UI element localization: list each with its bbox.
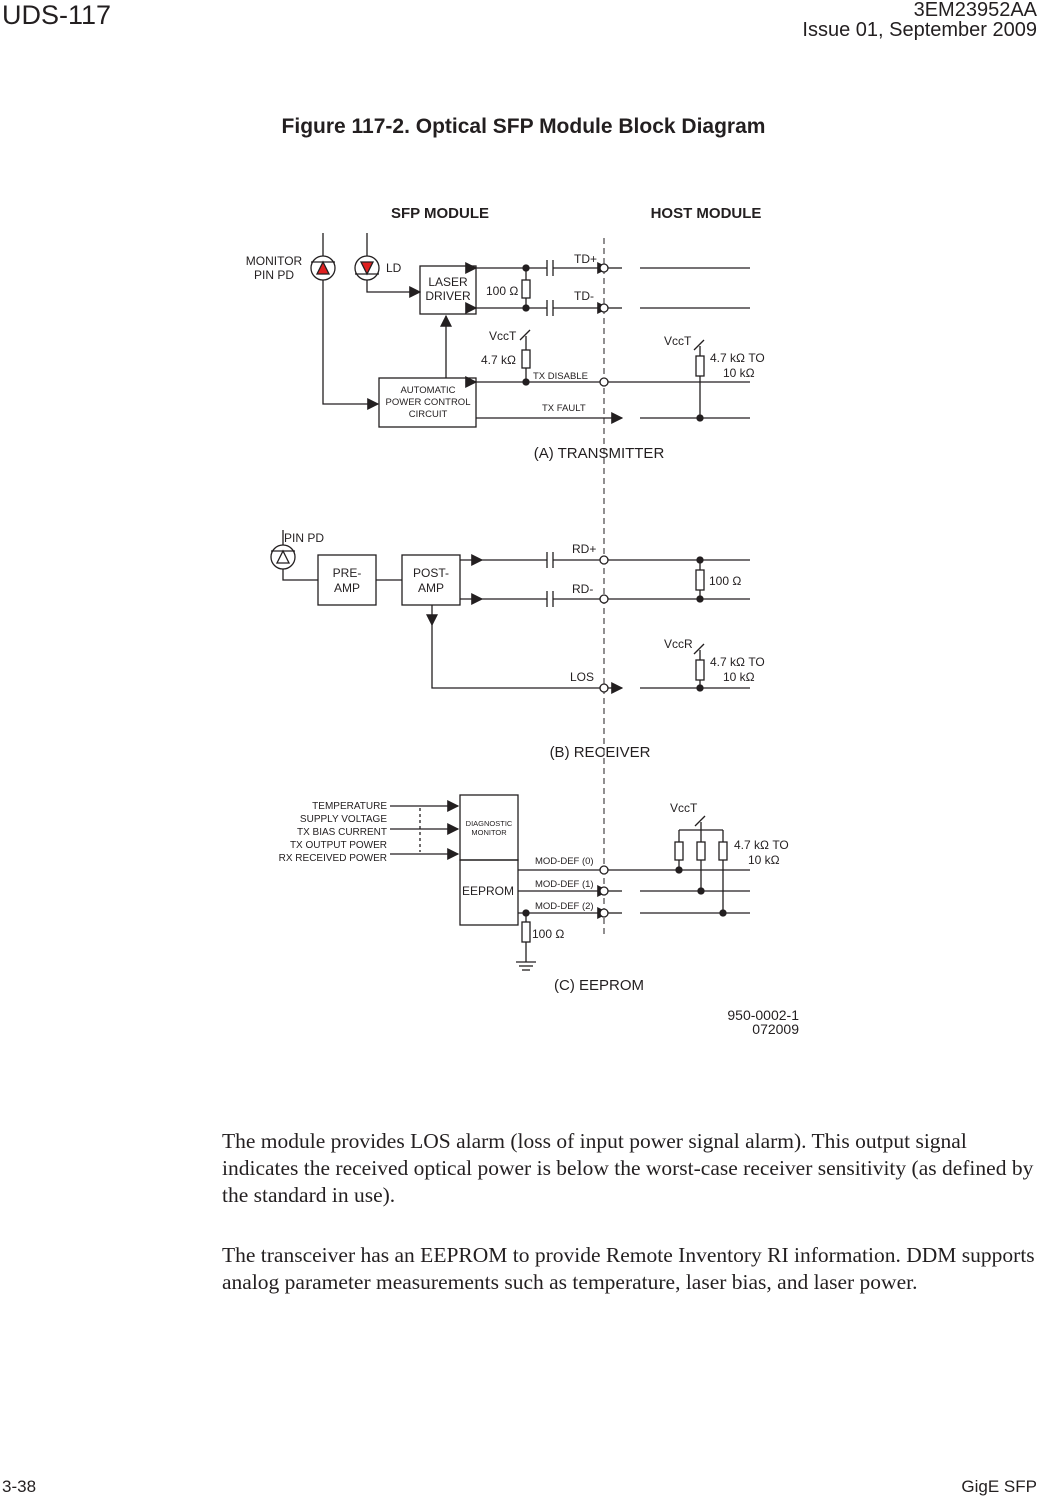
eeprom-block	[459, 859, 519, 926]
mod-def-ground-resistor	[521, 921, 531, 943]
pullup-right-label: 4.7 kΩ TO	[710, 351, 765, 365]
rd-minus-label: RD-	[572, 582, 593, 596]
sfp-module-label: SFP MODULE	[391, 205, 489, 222]
monitor-pd-label: MONITOR	[246, 254, 303, 268]
eeprom-label: EEPROM	[462, 884, 514, 898]
ld-label: LD	[386, 261, 402, 275]
mod-def-2-label: MOD-DEF (2)	[535, 901, 594, 912]
mod-def-0-label: MOD-DEF (0)	[535, 856, 594, 867]
vcct-left-label: VccT	[489, 329, 517, 343]
eeprom-caption: (C) EEPROM	[554, 977, 644, 994]
figure-title: Figure 117-2. Optical SFP Module Block D…	[281, 115, 766, 138]
los-pullup-resistor	[695, 659, 705, 681]
document-code: UDS-117	[2, 0, 112, 30]
vcct-right-label: VccT	[664, 334, 692, 348]
postamp-label: POST-	[413, 566, 449, 580]
rx-pullup-label: 4.7 kΩ TO	[710, 655, 765, 669]
postamp-block	[401, 554, 461, 606]
tx-fault-label: TX FAULT	[542, 403, 586, 414]
sfp-block-diagram: SFP MODULE HOST MODULE MONITOR PIN PD LD…	[246, 205, 799, 1037]
tx-termination-label: 100 Ω	[486, 284, 518, 298]
receiver-caption: (B) RECEIVER	[550, 744, 651, 761]
postamp-label-2: AMP	[418, 581, 444, 595]
rx-termination-label: 100 Ω	[709, 574, 741, 588]
laser-diode-icon	[354, 255, 380, 281]
transmitter-caption: (A) TRANSMITTER	[534, 445, 665, 462]
page-number: 3-38	[2, 1477, 37, 1496]
eeprom-input-1: SUPPLY VOLTAGE	[300, 814, 387, 825]
td-minus-label: TD-	[574, 289, 594, 303]
receiver-photodiode-icon	[270, 544, 296, 570]
document-issue-block: 3EM23952AA Issue 01, September 2009	[802, 0, 1037, 40]
eeprom-input-4: RX RECEIVED POWER	[279, 853, 387, 864]
diag-monitor-label-2: MONITOR	[471, 828, 507, 837]
eeprom-pullup-label: 4.7 kΩ TO	[734, 838, 789, 852]
td-plus-label: TD+	[574, 252, 597, 266]
section-name: GigE SFP	[961, 1477, 1037, 1496]
eeprom-input-2: TX BIAS CURRENT	[297, 827, 387, 838]
body-paragraph-eeprom: The transceiver has an EEPROM to provide…	[222, 1243, 1035, 1294]
apc-label: AUTOMATIC	[400, 385, 455, 396]
rd-plus-label: RD+	[572, 542, 596, 556]
apc-label-3: CIRCUIT	[409, 409, 448, 420]
laser-driver-block	[419, 265, 477, 315]
pullup-right-label-2: 10 kΩ	[723, 366, 755, 380]
vccr-label: VccR	[664, 637, 693, 651]
body-paragraph-los: The module provides LOS alarm (loss of i…	[222, 1129, 1034, 1207]
pullup-left-label: 4.7 kΩ	[481, 353, 516, 367]
eeprom-input-0: TEMPERATURE	[312, 801, 387, 812]
los-label: LOS	[570, 670, 594, 684]
tx-fault-pullup-resistor	[695, 355, 705, 377]
monitor-pd-label-2: PIN PD	[254, 268, 294, 282]
part-number: 3EM23952AA	[913, 0, 1037, 21]
eeprom-pullup-label-2: 10 kΩ	[748, 853, 780, 867]
apc-label-2: POWER CONTROL	[386, 397, 471, 408]
rx-pullup-label-2: 10 kΩ	[723, 670, 755, 684]
preamp-label: PRE-	[333, 566, 362, 580]
rx-termination-resistor	[695, 569, 705, 591]
preamp-block	[317, 554, 377, 606]
tx-disable-pullup-resistor	[521, 349, 531, 369]
figure-ref-date: 072009	[752, 1021, 799, 1037]
tx-disable-label: TX DISABLE	[533, 371, 588, 382]
pin-pd-label: PIN PD	[284, 531, 324, 545]
mod-def-1-label: MOD-DEF (1)	[535, 879, 594, 890]
eeprom-vcct-label: VccT	[670, 801, 698, 815]
ground-res-label: 100 Ω	[532, 927, 564, 941]
monitor-photodiode-icon	[310, 255, 336, 281]
tx-termination-resistor	[521, 279, 531, 299]
issue-date: Issue 01, September 2009	[802, 19, 1037, 41]
mod-def-pullup-resistor-1	[696, 841, 706, 861]
host-module-label: HOST MODULE	[651, 205, 762, 222]
diag-monitor-label: DIAGNOSTIC	[466, 819, 513, 828]
laser-driver-label: LASER	[428, 275, 468, 289]
mod-def-pullup-resistor-2	[718, 841, 728, 861]
mod-def-pullup-resistor-0	[674, 841, 684, 861]
ground-icon	[516, 961, 536, 971]
eeprom-input-3: TX OUTPUT POWER	[290, 840, 387, 851]
figure-ref-number: 950-0002-1	[727, 1007, 799, 1023]
preamp-label-2: AMP	[334, 581, 360, 595]
apc-block	[378, 377, 477, 428]
laser-driver-label-2: DRIVER	[425, 289, 471, 303]
